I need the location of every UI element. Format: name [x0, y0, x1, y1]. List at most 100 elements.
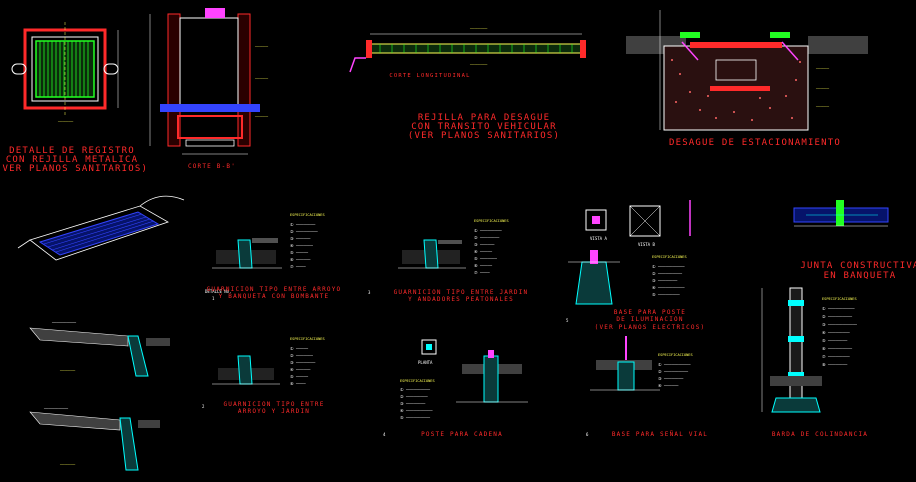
guarnicion-2-detail: ESPECIFICACIONES ① ───── ② ─────── ③ ───… [202, 337, 325, 409]
g2-curb [237, 355, 253, 385]
guarn1-caption-line1: GUARNICION TIPO ENTRE ARROYO [207, 286, 342, 293]
lsu-label-2: ─────── [59, 369, 76, 373]
lsu-slab [29, 327, 129, 347]
cadena-number: 4 [383, 432, 386, 437]
rejilla-end-left [366, 40, 372, 58]
vista-b-label: VISTA B [638, 242, 655, 247]
registro-pipe-left [11, 63, 27, 75]
cadena-spec-list: ① ────────── ② ───────── ③ ──────── ④ ──… [400, 387, 433, 420]
svg-text:③ ────────: ③ ──────── [658, 376, 684, 381]
registro-title-line1: DETALLE DE REGISTRO [9, 146, 135, 156]
base-poste-caption-line2: DE ILUMINACION [616, 316, 683, 323]
registro-chamber [179, 17, 239, 109]
barda-detail: ESPECIFICACIONES ① ─────────── ② ───────… [761, 287, 857, 413]
guarnicion-1-detail: ESPECIFICACIONES ① ──────── ② ───────── … [205, 213, 325, 301]
svg-text:② ────────: ② ──────── [474, 235, 500, 240]
svg-text:③ ────────────: ③ ──────────── [822, 322, 857, 327]
barda-spec-list: ① ─────────── ② ────────── ③ ───────────… [822, 306, 857, 367]
guarn3-caption-line2: ARROYO Y JARDIN [238, 408, 310, 415]
rejilla-end-right [580, 40, 586, 58]
svg-text:② ─────────: ② ───────── [290, 229, 318, 234]
senal-spec-heading: ESPECIFICACIONES [658, 353, 693, 357]
poste-cadena-detail: PLANTA ESPECIFICACIONES ① ────────── ② ─… [383, 339, 528, 437]
lsl-road [138, 420, 160, 428]
corte-longitudinal-caption: CORTE LONGITUDINAL [389, 73, 470, 79]
svg-text:③ ────────: ③ ──────── [652, 278, 678, 283]
lsl-label-1: ────────── [43, 406, 69, 411]
svg-text:⑥ ──────────: ⑥ ────────── [822, 346, 853, 351]
guarn2-caption-line1: GUARNICION TIPO ENTRE JARDIN [394, 289, 529, 296]
poste-number: 5 [566, 318, 569, 323]
rejilla-title-line2: CON TRANSITO VEHICULAR [411, 122, 557, 132]
svg-text:⑤ ─────: ⑤ ───── [290, 374, 309, 379]
registro-label-c: ────── [254, 115, 269, 119]
g3-number: 3 [368, 290, 371, 295]
barda-bond-2 [788, 336, 804, 342]
barda-bond-3 [788, 372, 804, 378]
svg-text:③ ────────: ③ ──────── [400, 401, 426, 406]
svg-text:① ───────────: ① ─────────── [822, 306, 855, 311]
registro-title-line3: (VER PLANOS SANITARIOS) [0, 164, 148, 174]
registro-pipe-section [160, 104, 260, 112]
junta-joint [836, 200, 844, 226]
grate-edge [17, 239, 31, 249]
svg-text:① ─────: ① ───── [290, 346, 309, 351]
svg-text:② ─────────: ② ───────── [400, 394, 428, 399]
g3-spec-heading: ESPECIFICACIONES [474, 219, 509, 223]
rejilla-label-1: ──────── [469, 27, 488, 31]
rejilla-section: ──────── ──────── [349, 27, 586, 73]
registro-plan-view: ─────── [11, 22, 119, 124]
svg-text:② ──────────: ② ────────── [822, 314, 853, 319]
registro-grating-bars [39, 41, 89, 97]
barda-spec-heading: ESPECIFICACIONES [822, 297, 857, 301]
svg-text:⑥ ─────: ⑥ ───── [474, 263, 493, 268]
lsl-label-2: ─────── [59, 463, 76, 467]
registro-section-view: ────── ────── ────── [149, 8, 269, 155]
svg-text:④ ─────: ④ ───── [474, 249, 493, 254]
svg-text:④ ───────: ④ ─────── [290, 243, 313, 248]
registro-wall-right [237, 13, 251, 147]
svg-text:④ ─────────: ④ ───────── [822, 330, 850, 335]
g2-spec-heading: ESPECIFICACIONES [290, 337, 325, 341]
g1-curb [237, 239, 253, 269]
lsu-road [146, 338, 170, 346]
corte-bb-caption: CORTE B-B' [188, 163, 236, 170]
lsu-label-1: ────────── [51, 320, 77, 325]
g3-walkway [438, 240, 462, 244]
planta-label: PLANTA [418, 360, 433, 365]
desague-channel [715, 59, 757, 81]
lsu-curb [127, 335, 149, 377]
rejilla-label-2: ──────── [469, 63, 488, 67]
svg-text:① ───────────: ① ─────────── [658, 362, 691, 367]
svg-text:③ ──────: ③ ────── [474, 242, 495, 247]
base-senal-caption: BASE PARA SEÑAL VIAL [612, 431, 708, 438]
registro-base [177, 115, 243, 139]
poste-plan-a [585, 209, 607, 231]
perspective-grate [17, 195, 185, 261]
desague-title: DESAGUE DE ESTACIONAMIENTO [669, 138, 841, 148]
svg-text:⑤ ──────────: ⑤ ────────── [400, 415, 431, 420]
svg-text:⑤ ───────: ⑤ ─────── [474, 256, 497, 261]
barda-bond-1 [788, 300, 804, 306]
g1-detail-label: DETALLE No. [205, 289, 232, 294]
poste-footing [575, 261, 613, 305]
svg-text:⑤ ─────────: ⑤ ───────── [652, 292, 680, 297]
guarn2-caption-line2: Y ANDADORES PEATONALES [408, 296, 514, 303]
poste-spec-heading: ESPECIFICACIONES [652, 255, 687, 259]
rejilla-drain [349, 57, 366, 73]
registro-firm [185, 139, 235, 147]
guarn3-caption-line1: GUARNICION TIPO ENTRE [223, 401, 324, 408]
grate-outline [29, 205, 169, 261]
cadena-plan [421, 339, 437, 355]
svg-text:⑦ ────: ⑦ ──── [474, 270, 490, 275]
g3-curb [423, 239, 439, 269]
svg-text:⑥ ────: ⑥ ──── [290, 381, 306, 386]
cadena-post [483, 355, 499, 403]
svg-text:① ─────────: ① ───────── [474, 228, 502, 233]
barda-ground [770, 376, 822, 386]
base-poste-caption-line1: BASE PARA POSTE [614, 309, 686, 316]
svg-text:⑧ ────────: ⑧ ──────── [822, 362, 848, 367]
senal-number: 6 [586, 432, 589, 437]
desague-pavement-right [808, 36, 868, 54]
